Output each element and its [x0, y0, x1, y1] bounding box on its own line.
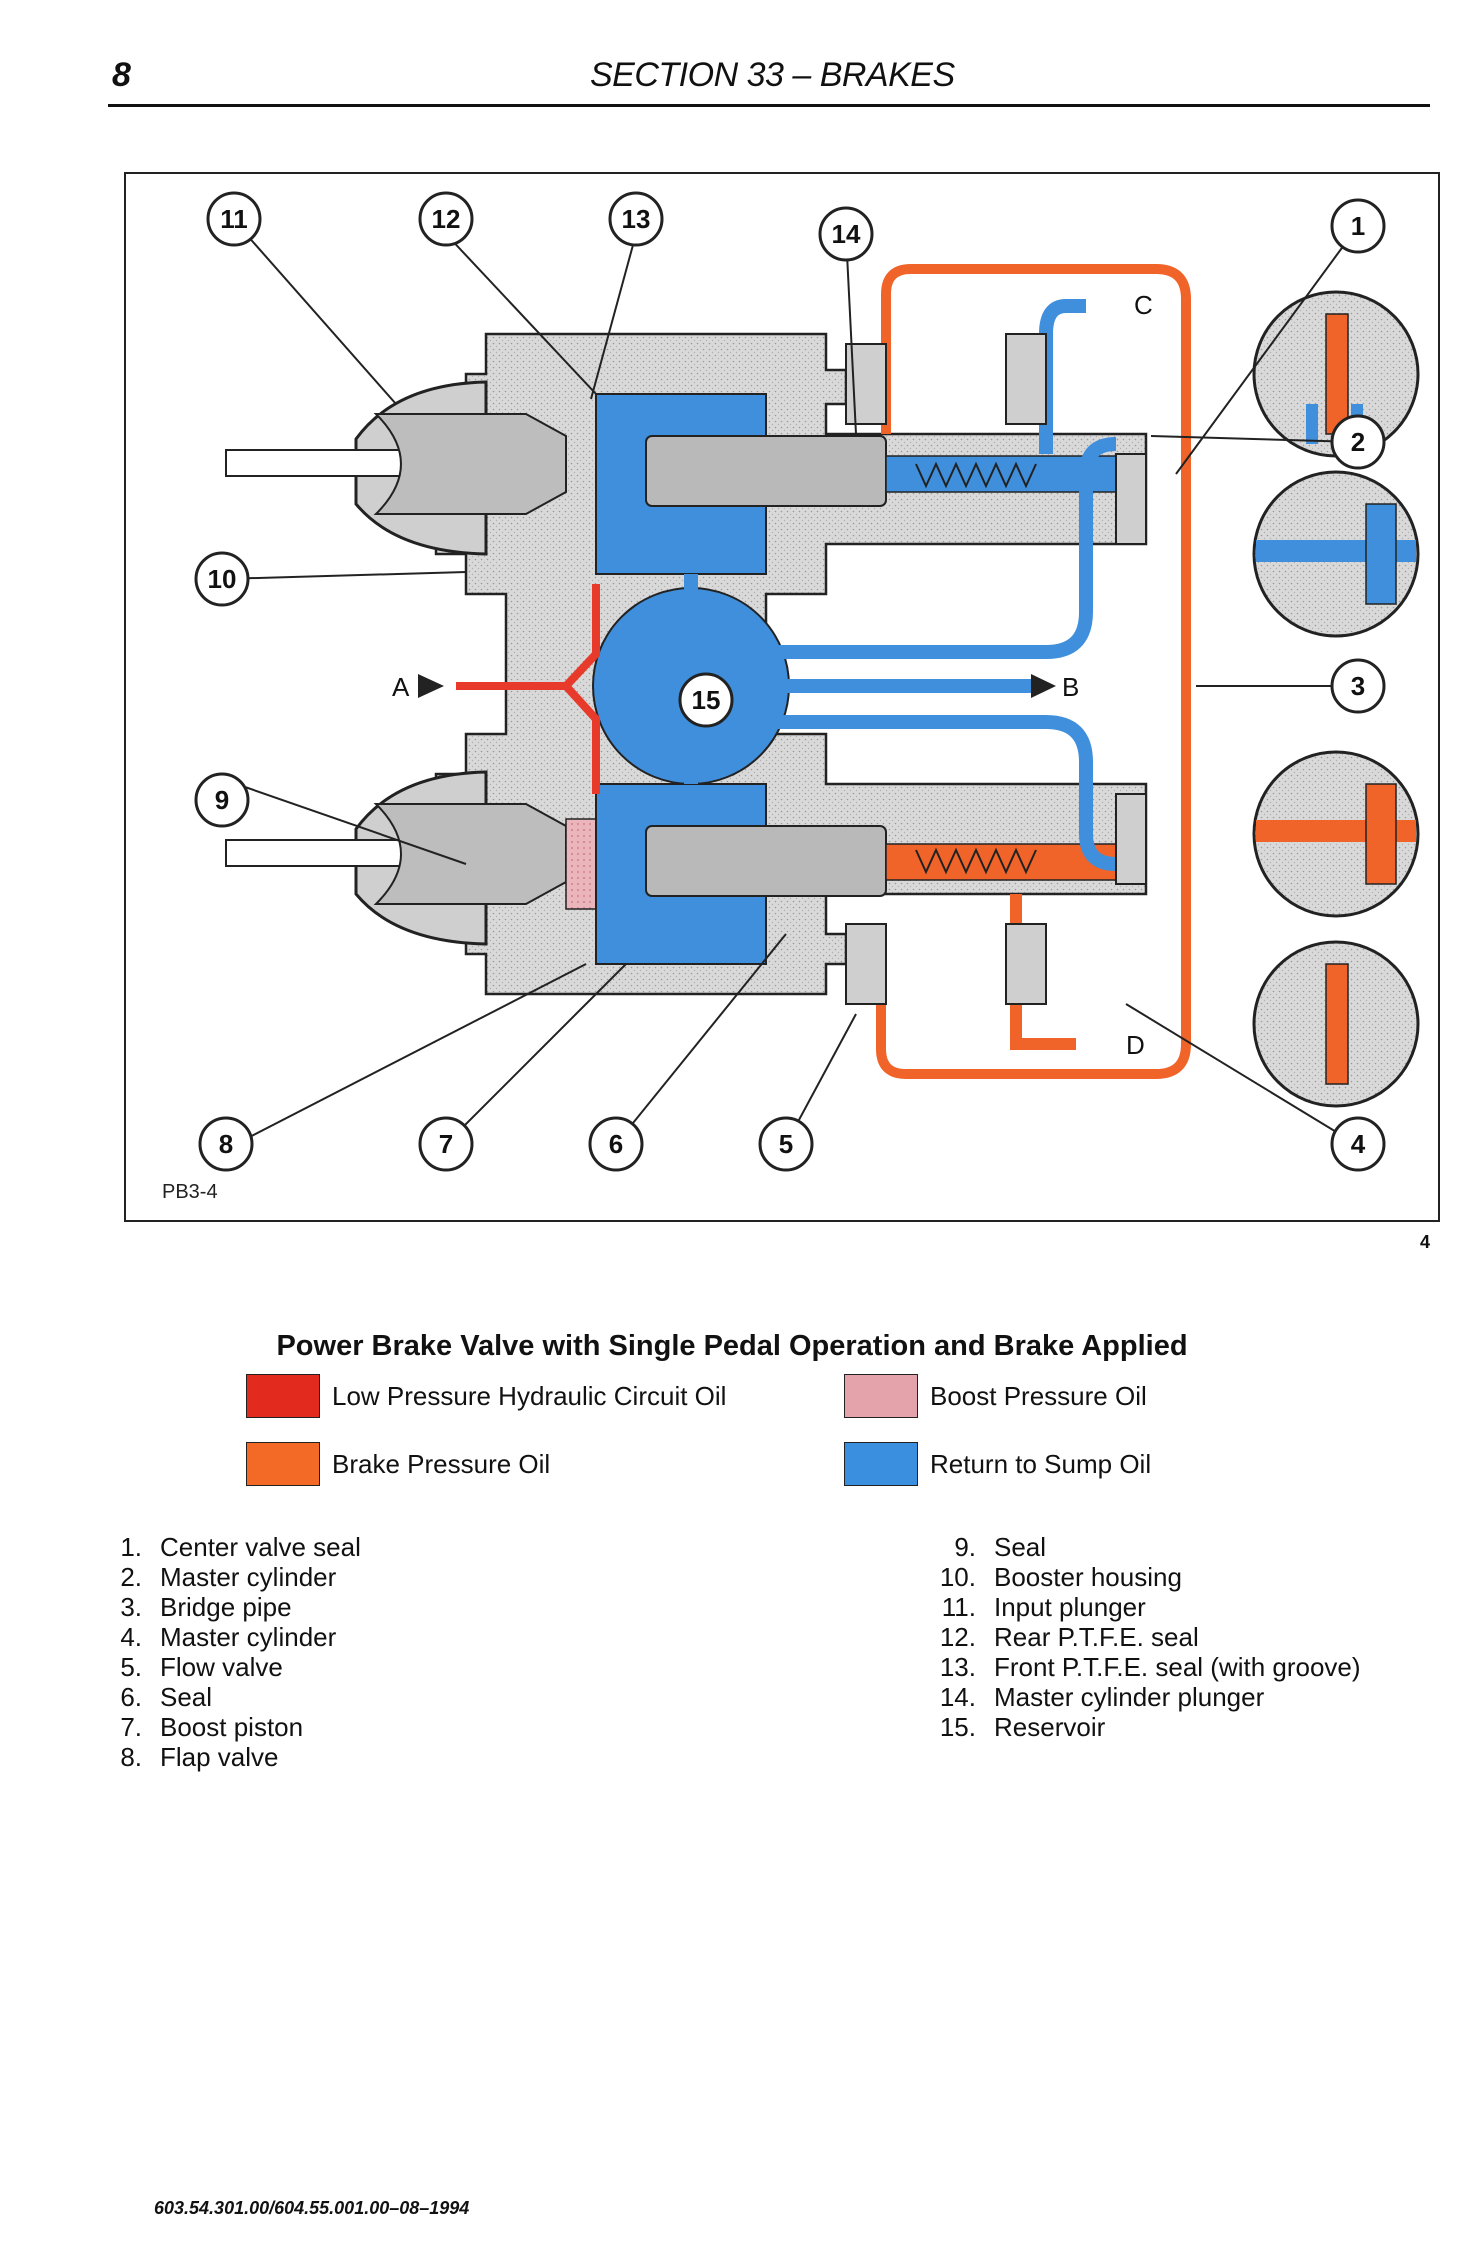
figure-number: 4 [1420, 1232, 1431, 1252]
figure-code: PB3-4 [162, 1181, 218, 1203]
legend-return-sump: Return to Sump Oil [844, 1442, 1151, 1486]
legend-swatch-pink [844, 1374, 918, 1418]
legend-swatch-orange [246, 1442, 320, 1486]
port-b-label: B [1062, 672, 1079, 702]
port-d-label: D [1126, 1030, 1145, 1060]
list-item: 5.Flow valve [120, 1652, 283, 1682]
callout-9: 9 [215, 785, 229, 815]
callout-8: 8 [219, 1129, 233, 1159]
list-item: 6.Seal [120, 1682, 213, 1712]
callout-14: 14 [832, 219, 861, 249]
header-rule [108, 104, 1430, 107]
page-number: 8 [112, 56, 131, 94]
list-item: 4.Master cylinder [120, 1622, 337, 1652]
section-title: SECTION 33 – BRAKES [590, 56, 955, 94]
list-item: 15.Reservoir [939, 1712, 1106, 1742]
document-code: 603.54.301.00/604.55.001.00–08–1994 [154, 2198, 470, 2218]
detail-circle-2 [1252, 470, 1420, 638]
list-item: 12.Rear P.T.F.E. seal [939, 1622, 1199, 1652]
legend-swatch-blue [844, 1442, 918, 1486]
callout-15: 15 [692, 685, 721, 715]
detail-circle-1 [1252, 290, 1420, 458]
upper-input-rod [225, 449, 407, 477]
lower-input-rod [225, 839, 407, 867]
bridge-pipe [876, 264, 1191, 1079]
legend-swatch-red [246, 1374, 320, 1418]
parts-list-left: 1.Center valve seal 2.Master cylinder 3.… [96, 1532, 361, 1772]
figure-caption: Power Brake Valve with Single Pedal Oper… [276, 1330, 1188, 1362]
callout-1: 1 [1351, 211, 1365, 241]
callout-4: 4 [1351, 1129, 1366, 1159]
list-item: 7.Boost piston [120, 1712, 304, 1742]
parts-list-right: 9.Seal 10.Booster housing 11.Input plung… [930, 1532, 1361, 1742]
callout-2: 2 [1351, 427, 1365, 457]
list-item: 10.Booster housing [939, 1562, 1182, 1592]
list-item: 8.Flap valve [120, 1742, 279, 1772]
list-item: 2.Master cylinder [120, 1562, 337, 1592]
callout-7: 7 [439, 1129, 453, 1159]
list-item: 9.Seal [954, 1532, 1047, 1562]
port-c-label: C [1134, 290, 1153, 320]
callout-3: 3 [1351, 671, 1365, 701]
list-item: 11.Input plunger [941, 1592, 1146, 1622]
list-item: 14.Master cylinder plunger [939, 1682, 1265, 1712]
list-item: 1.Center valve seal [120, 1532, 361, 1562]
list-item: 13.Front P.T.F.E. seal (with groove) [939, 1652, 1361, 1682]
detail-circle-3 [1252, 750, 1420, 918]
legend-low-pressure: Low Pressure Hydraulic Circuit Oil [246, 1374, 726, 1418]
detail-circle-4 [1252, 940, 1420, 1108]
port-a-label: A [392, 672, 410, 702]
boost-pressure-region [565, 818, 601, 910]
callout-10: 10 [208, 564, 237, 594]
legend-boost-pressure: Boost Pressure Oil [844, 1374, 1147, 1418]
legend-brake-pressure: Brake Pressure Oil [246, 1442, 550, 1486]
callout-11: 11 [220, 204, 248, 234]
list-item: 3.Bridge pipe [120, 1592, 292, 1622]
figure-frame: 11 12 13 14 1 2 3 4 5 6 7 8 9 10 15 A B … [124, 172, 1440, 1222]
callout-12: 12 [432, 204, 461, 234]
callout-6: 6 [609, 1129, 623, 1159]
brake-valve-diagram: 11 12 13 14 1 2 3 4 5 6 7 8 9 10 15 A B … [162, 191, 1420, 1203]
callout-5: 5 [779, 1129, 793, 1159]
callout-13: 13 [622, 204, 651, 234]
